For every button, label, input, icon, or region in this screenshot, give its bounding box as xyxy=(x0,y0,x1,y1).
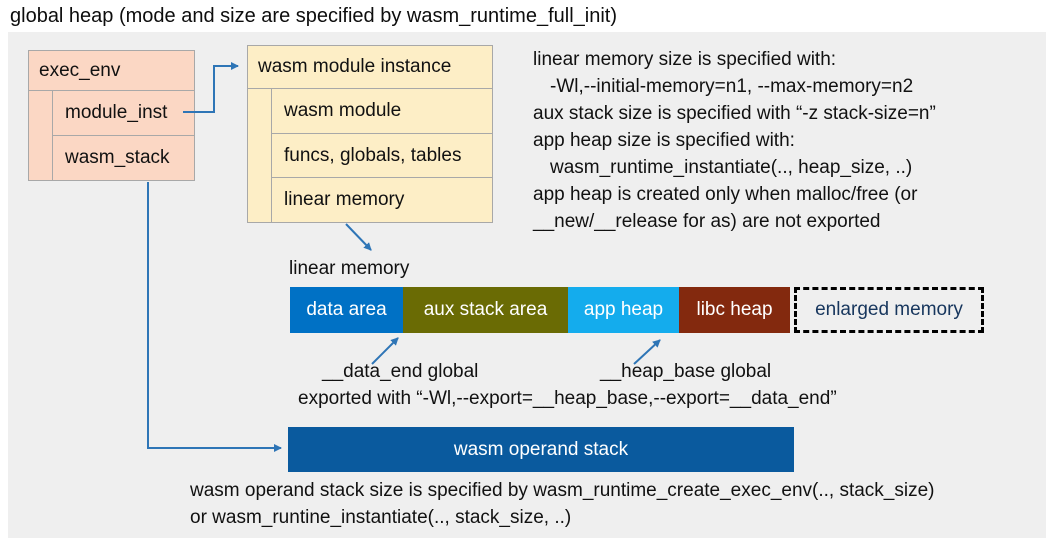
wasm-module-instance-header: wasm module instance xyxy=(248,46,492,89)
note-line: linear memory size is specified with: xyxy=(533,49,837,70)
segment-libc-heap: libc heap xyxy=(679,287,790,333)
segment-data-area: data area xyxy=(290,287,403,333)
diagram-title: global heap (mode and size are specified… xyxy=(10,5,617,27)
segment-aux-stack-area: aux stack area xyxy=(403,287,568,333)
note-line: wasm_runtime_instantiate(.., heap_size, … xyxy=(550,157,913,178)
wasm-operand-stack-bar: wasm operand stack xyxy=(288,427,794,472)
wasm-module-instance-box: wasm module instance wasm module funcs, … xyxy=(247,45,493,223)
segment-app-heap: app heap xyxy=(568,287,679,333)
wasm-module-instance-indent-strip xyxy=(248,89,272,222)
module-row-funcs-globals-tables: funcs, globals, tables xyxy=(272,134,492,179)
memory-size-notes: linear memory size is specified with: -W… xyxy=(533,46,1048,235)
heap-base-global-label: __heap_base global xyxy=(600,361,772,382)
exec-env-body: module_inst wasm_stack xyxy=(29,91,194,180)
export-flags-note: exported with “-Wl,--export=__heap_base,… xyxy=(298,388,837,409)
module-row-wasm-module: wasm module xyxy=(272,89,492,134)
wasm-module-instance-body: wasm module funcs, globals, tables linea… xyxy=(248,89,492,222)
exec-env-row-wasm-stack: wasm_stack xyxy=(65,147,170,168)
exec-env-box: exec_env module_inst wasm_stack xyxy=(28,50,195,181)
note-line: -Wl,--initial-memory=n1, --max-memory=n2 xyxy=(550,76,914,97)
note-line: aux stack size is specified with “-z sta… xyxy=(533,103,936,124)
note-line: app heap is created only when malloc/fre… xyxy=(533,184,918,205)
linear-memory-bar: data area aux stack area app heap libc h… xyxy=(290,287,984,333)
linear-memory-label: linear memory xyxy=(289,258,410,279)
module-row-linear-memory: linear memory xyxy=(284,189,405,211)
operand-stack-note-line1: wasm operand stack size is specified by … xyxy=(190,480,935,501)
operand-stack-note: wasm operand stack size is specified by … xyxy=(190,477,935,531)
note-line: __new/__release for as) are not exported xyxy=(533,211,881,232)
segment-enlarged-memory: enlarged memory xyxy=(794,287,984,333)
operand-stack-note-line2: or wasm_runtine_instantiate(.., stack_si… xyxy=(190,507,572,528)
exec-env-row-module-inst: module_inst xyxy=(53,91,194,136)
exec-env-indent-strip xyxy=(29,91,53,180)
data-end-global-label: __data_end global xyxy=(322,361,479,382)
note-line: app heap size is specified with: xyxy=(533,130,795,151)
exec-env-header: exec_env xyxy=(29,51,194,91)
